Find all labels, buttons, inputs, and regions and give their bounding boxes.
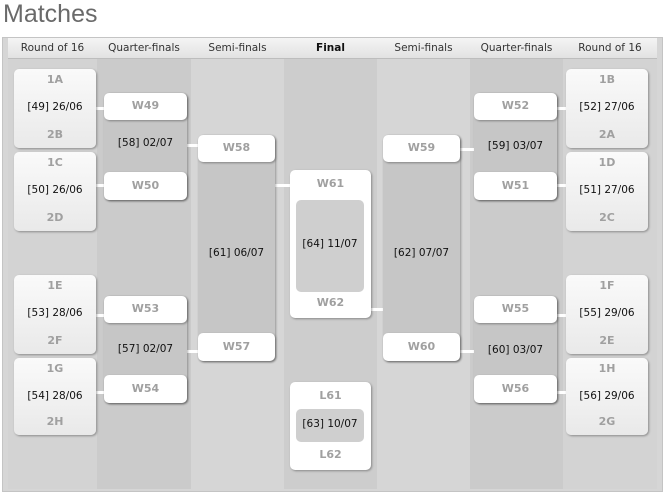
match-date: [51] 27/06 xyxy=(579,184,635,196)
match-date: [57] 02/07 xyxy=(117,343,174,355)
team-slot-bottom: W62 xyxy=(316,296,345,309)
team-slot-bottom: 2C xyxy=(599,211,615,224)
match-date: [62] 07/07 xyxy=(393,247,450,259)
connector-line xyxy=(557,314,566,317)
match-card[interactable]: 1H [56] 29/06 2G xyxy=(566,358,648,435)
team-slot-top: 1D xyxy=(598,156,616,169)
connector-line xyxy=(557,107,566,110)
team-slot-bottom: 2H xyxy=(46,415,64,428)
team-slot-bottom[interactable]: W57 xyxy=(198,333,275,361)
match-card[interactable]: 1B [52] 27/06 2A xyxy=(566,69,648,148)
column-header-6: Round of 16 xyxy=(563,38,657,59)
connector-line xyxy=(96,107,104,110)
team-slot-top: 1G xyxy=(46,362,64,375)
column-header-2: Semi-finals xyxy=(191,38,284,59)
connector-line xyxy=(187,350,198,353)
team-slot-label: W53 xyxy=(131,302,160,315)
match-card[interactable]: 1G [54] 28/06 2H xyxy=(14,358,96,435)
team-slot-label: W58 xyxy=(222,141,251,154)
match-card[interactable]: 1C [50] 26/06 2D xyxy=(14,152,96,231)
team-slot-top[interactable]: W59 xyxy=(383,135,460,162)
team-slot-bottom: 2F xyxy=(47,334,63,347)
team-slot-top: 1F xyxy=(599,279,615,292)
team-slot-bottom: L62 xyxy=(319,448,342,461)
column-header-1: Quarter-finals xyxy=(97,38,191,59)
team-slot-top: W61 xyxy=(316,177,345,190)
connector-line xyxy=(371,308,383,311)
team-slot-bottom: 2B xyxy=(46,128,64,141)
team-slot-bottom: 2G xyxy=(598,415,616,428)
team-slot-bottom: 2E xyxy=(599,334,615,347)
match-card[interactable]: 1A [49] 26/06 2B xyxy=(14,69,96,148)
team-slot-top[interactable]: W52 xyxy=(474,93,557,120)
team-slot-top: 1A xyxy=(46,73,64,86)
match-date: [64] 11/07 xyxy=(302,238,358,250)
team-slot-top: 1B xyxy=(598,73,616,86)
team-slot-bottom[interactable]: W60 xyxy=(383,333,460,361)
connector-line xyxy=(96,391,104,394)
match-panel[interactable]: [62] 07/07 xyxy=(383,135,460,361)
connector-line xyxy=(460,148,474,151)
team-slot-label: W56 xyxy=(501,382,530,395)
team-slot-top: 1C xyxy=(47,156,63,169)
team-slot-label: W57 xyxy=(222,340,251,353)
team-slot-label: W60 xyxy=(407,340,436,353)
team-slot-bottom: 2D xyxy=(46,211,64,224)
team-slot-label: W49 xyxy=(131,99,160,112)
match-inner: [63] 10/07 xyxy=(296,409,364,442)
team-slot-bottom: 2A xyxy=(598,128,616,141)
team-slot-label: W50 xyxy=(131,179,160,192)
match-date: [61] 06/07 xyxy=(208,247,265,259)
match-inner: [64] 11/07 xyxy=(296,200,364,292)
match-date: [50] 26/06 xyxy=(27,184,83,196)
team-slot-top: L61 xyxy=(319,389,342,402)
match-date: [53] 28/06 xyxy=(27,307,83,319)
connector-line xyxy=(96,314,104,317)
team-slot-label: W52 xyxy=(501,99,530,112)
team-slot-label: W54 xyxy=(131,382,160,395)
match-date: [49] 26/06 xyxy=(27,101,83,113)
match-date: [63] 10/07 xyxy=(302,417,358,430)
match-panel[interactable]: [61] 06/07 xyxy=(198,135,275,361)
match-date: [60] 03/07 xyxy=(487,344,544,356)
team-slot-top: 1E xyxy=(47,279,63,292)
column-header-3: Final xyxy=(284,38,377,59)
team-slot-label: W55 xyxy=(501,302,530,315)
connector-line xyxy=(275,184,290,187)
match-card[interactable]: 1F [55] 29/06 2E xyxy=(566,275,648,354)
match-date: [55] 29/06 xyxy=(579,307,635,319)
page-title: Matches xyxy=(3,0,98,28)
match-date: [56] 29/06 xyxy=(579,390,635,402)
column-header-5: Quarter-finals xyxy=(470,38,563,59)
team-slot-top[interactable]: W58 xyxy=(198,135,275,162)
team-slot-label: W51 xyxy=(501,179,530,192)
match-date: [58] 02/07 xyxy=(117,137,174,149)
connector-line xyxy=(557,184,566,187)
match-date: [59] 03/07 xyxy=(487,140,544,152)
match-card[interactable]: 1D [51] 27/06 2C xyxy=(566,152,648,231)
team-slot-top[interactable]: W55 xyxy=(474,296,557,323)
team-slot-bottom[interactable]: W51 xyxy=(474,172,557,200)
column-header-4: Semi-finals xyxy=(377,38,470,59)
column-header-0: Round of 16 xyxy=(8,38,97,59)
match-date: [54] 28/06 xyxy=(27,390,83,402)
connector-line xyxy=(187,144,198,147)
match-date: [52] 27/06 xyxy=(579,101,635,113)
team-slot-bottom[interactable]: W50 xyxy=(104,172,187,200)
team-slot-top[interactable]: W49 xyxy=(104,93,187,120)
match-card[interactable]: 1E [53] 28/06 2F xyxy=(14,275,96,354)
connector-line xyxy=(96,184,104,187)
team-slot-top[interactable]: W53 xyxy=(104,296,187,323)
connector-line xyxy=(557,391,566,394)
team-slot-top: 1H xyxy=(598,362,616,375)
connector-line xyxy=(460,350,474,353)
team-slot-bottom[interactable]: W56 xyxy=(474,375,557,403)
team-slot-label: W59 xyxy=(407,141,436,154)
team-slot-bottom[interactable]: W54 xyxy=(104,375,187,403)
